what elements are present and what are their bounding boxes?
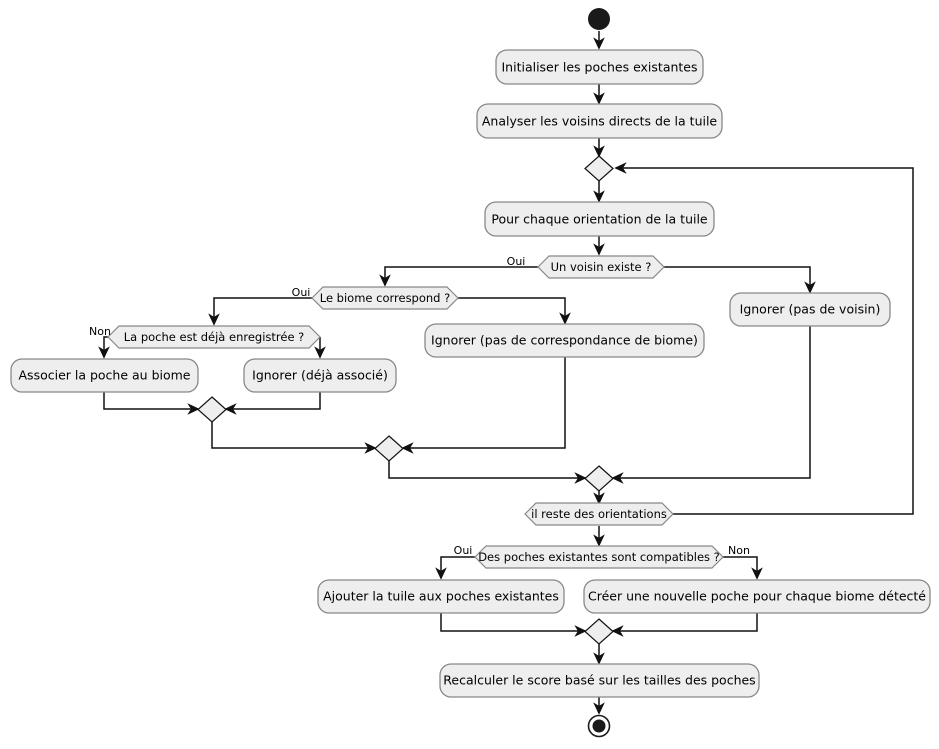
activity-label: Ignorer (déjà associé) <box>252 368 388 383</box>
decision-des-poches-existantes-sont-compatibles[interactable]: Des poches existantes sont compatibles ? <box>474 545 724 569</box>
activity-ignorer-deja-associe[interactable]: Ignorer (déjà associé) <box>243 358 397 393</box>
merge-poches-final <box>584 618 614 645</box>
merge-biome <box>374 435 404 462</box>
activity-label: Pour chaque orientation de la tuile <box>491 212 708 227</box>
activity-ajouter-la-tuile-aux-poches-existantes[interactable]: Ajouter la tuile aux poches existantes <box>317 579 565 614</box>
edge-ignorer-pas-de-voisin-to-merge-voisin <box>611 326 811 484</box>
edge-un-voisin-non-to-ignorer-pas-de-voisin <box>664 266 816 294</box>
edge-ajouter-to-merge-final <box>440 613 587 637</box>
activity-label: Créer une nouvelle poche pour chaque bio… <box>588 589 926 604</box>
activity-label: Ignorer (pas de correspondance de biome) <box>431 333 698 348</box>
edge-un-voisin-oui-to-le-biome <box>379 266 538 287</box>
edge-ignorer-correspondance-to-merge-biome <box>401 357 566 454</box>
edge-il-reste-loop-back <box>614 162 914 515</box>
activity-initialiser-les-poches-existantes[interactable]: Initialiser les poches existantes <box>495 49 704 85</box>
decision-label: Des poches existantes sont compatibles ? <box>478 550 720 564</box>
decision-label: il reste des orientations <box>531 507 667 521</box>
edge-le-biome-oui-to-la-poche <box>208 297 312 326</box>
merge-poche <box>197 396 227 423</box>
edge-la-poche-non-to-associer <box>98 336 110 359</box>
decision-le-biome-correspond[interactable]: Le biome correspond ? <box>311 286 459 310</box>
activity-creer-une-nouvelle-poche[interactable]: Créer une nouvelle poche pour chaque bio… <box>583 579 931 614</box>
edge-label-des-poches-oui: Oui <box>454 544 473 557</box>
decision-label: La poche est déjà enregistrée ? <box>124 330 305 344</box>
activity-label: Associer la poche au biome <box>19 368 191 383</box>
activity-label: Analyser les voisins directs de la tuile <box>482 114 718 129</box>
edge-merge-biome-to-merge-voisin <box>388 461 587 484</box>
edge-des-poches-non-to-creer <box>723 556 763 580</box>
edge-associer-to-merge-poche <box>103 391 200 415</box>
activity-associer-la-poche-au-biome[interactable]: Associer la poche au biome <box>10 358 199 393</box>
decision-il-reste-des-orientations[interactable]: il reste des orientations <box>524 502 674 526</box>
edge-label-un-voisin-oui: Oui <box>507 255 526 268</box>
edge-merge-poche-to-merge-biome <box>211 422 377 454</box>
decision-label: Le biome correspond ? <box>320 291 451 305</box>
activity-label: Ajouter la tuile aux poches existantes <box>323 589 559 604</box>
merge-loop-top <box>584 155 614 182</box>
activity-pour-chaque-orientation[interactable]: Pour chaque orientation de la tuile <box>484 201 715 237</box>
activity-recalculer-le-score[interactable]: Recalculer le score basé sur les tailles… <box>439 663 760 698</box>
edge-des-poches-oui-to-ajouter <box>435 556 475 580</box>
decision-un-voisin-existe[interactable]: Un voisin existe ? <box>537 255 665 279</box>
activity-label: Recalculer le score basé sur les tailles… <box>443 673 755 688</box>
edge-ignorer-deja-associe-to-merge-poche <box>224 391 321 415</box>
edge-le-biome-non-to-ignorer-correspondance <box>458 297 571 325</box>
activity-label: Ignorer (pas de voisin) <box>740 302 881 317</box>
decision-la-poche-est-deja-enregistree[interactable]: La poche est déjà enregistrée ? <box>107 325 321 349</box>
end-node <box>587 714 611 738</box>
edge-label-le-biome-oui: Oui <box>292 286 311 299</box>
merge-voisin <box>584 465 614 492</box>
activity-ignorer-pas-de-correspondance-de-biome[interactable]: Ignorer (pas de correspondance de biome) <box>424 323 705 358</box>
decision-label: Un voisin existe ? <box>551 260 652 274</box>
edge-label-des-poches-non: Non <box>728 544 750 557</box>
activity-ignorer-pas-de-voisin[interactable]: Ignorer (pas de voisin) <box>729 292 891 327</box>
activity-analyser-les-voisins-directs[interactable]: Analyser les voisins directs de la tuile <box>476 103 723 139</box>
edge-creer-to-merge-final <box>611 613 758 637</box>
activity-label: Initialiser les poches existantes <box>501 60 697 75</box>
start-node <box>588 8 610 30</box>
edge-label-la-poche-non: Non <box>89 325 111 338</box>
